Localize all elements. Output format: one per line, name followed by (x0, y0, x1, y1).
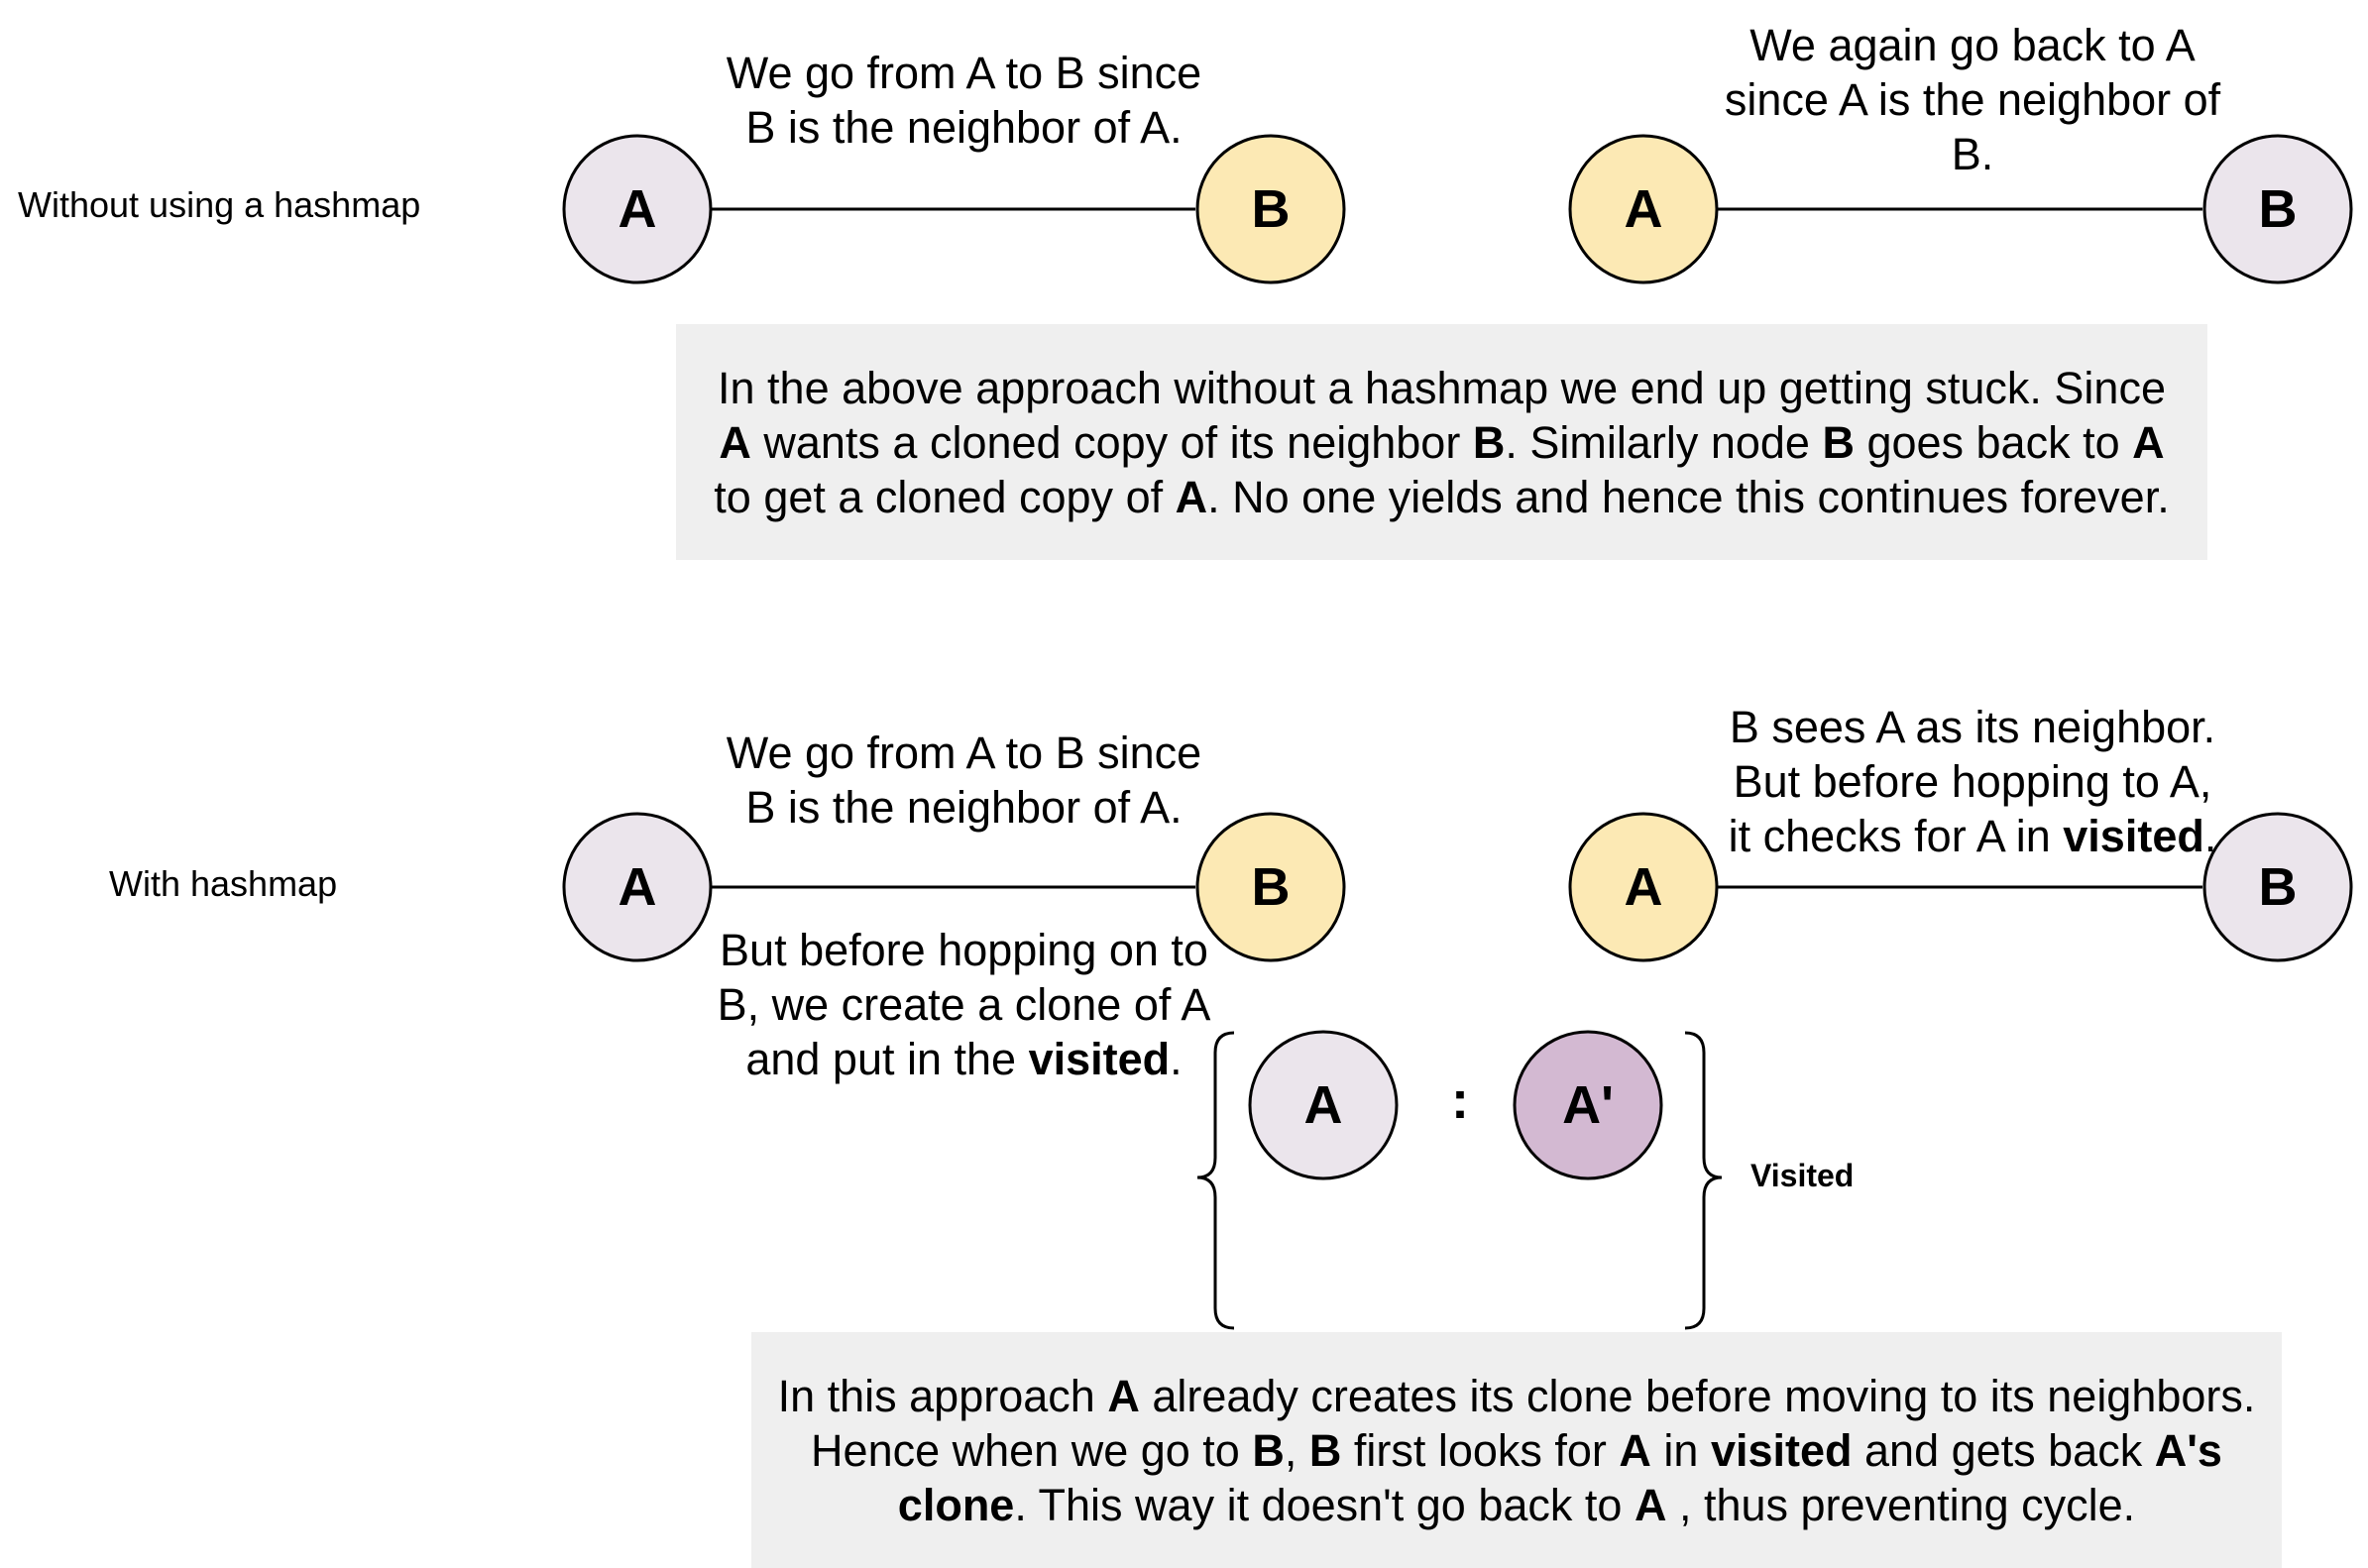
svg-text:B: B (2259, 857, 2298, 917)
section2-label: With hashmap (109, 863, 338, 904)
s1-step1-caption: We go from A to B since B is the neighbo… (726, 48, 1202, 153)
node-s1-step1-a: A (562, 134, 713, 284)
section1-label: Without using a hashmap (18, 184, 421, 225)
visited-brace-right (1684, 1031, 1723, 1330)
node-s1-step2-b: B (2202, 134, 2353, 284)
svg-text:A: A (619, 179, 657, 239)
node-s2-step1-b: B (1195, 812, 1346, 962)
svg-text:B: B (2259, 179, 2298, 239)
svg-text:A: A (1625, 857, 1663, 917)
svg-text:A: A (619, 857, 657, 917)
s2-step1-caption: We go from A to B since B is the neighbo… (726, 728, 1202, 833)
visited-key-node: A (1248, 1030, 1399, 1180)
s1-explanation-note: In the above approach without a hashmap … (676, 324, 2207, 560)
node-s2-step2-a: A (1568, 812, 1719, 962)
s1-step2-caption: We again go back to A since A is the nei… (1724, 20, 2221, 179)
node-s2-step2-b: B (2202, 812, 2353, 962)
s2-explanation-note: In this approach A already creates its c… (751, 1332, 2282, 1568)
visited-label: Visited (1750, 1158, 1855, 1193)
node-s1-step1-b: B (1195, 134, 1346, 284)
node-s2-step1-a: A (562, 812, 713, 962)
svg-text:B: B (1252, 179, 1291, 239)
visited-value-node: A' (1513, 1030, 1663, 1180)
visited-separator: : (1451, 1070, 1469, 1130)
s2-step2-caption: B sees A as its neighbor. But before hop… (1728, 702, 2217, 861)
svg-text:A: A (1625, 179, 1663, 239)
svg-text:A: A (1304, 1075, 1343, 1135)
s2-step1-below-caption: But before hopping on to B, we create a … (717, 925, 1211, 1084)
node-s1-step2-a: A (1568, 134, 1719, 284)
visited-brace-left (1196, 1031, 1235, 1330)
svg-text:A': A' (1562, 1075, 1614, 1135)
svg-text:B: B (1252, 857, 1291, 917)
